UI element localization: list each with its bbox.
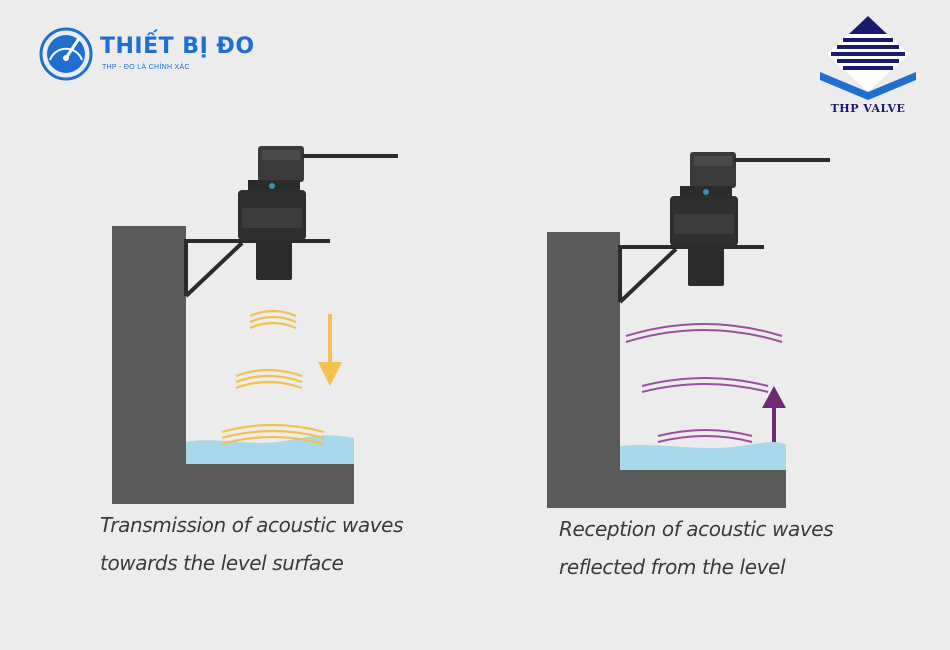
brand-name: THIẾT BỊ ĐO — [100, 34, 255, 59]
transmitted-waves — [221, 309, 325, 446]
caption-line: Transmission of acoustic waves — [100, 513, 404, 537]
caption-line: Reception of acoustic waves — [559, 517, 834, 541]
caption-line: towards the level surface — [100, 551, 344, 575]
thp-valve-label: THP VALVE — [830, 102, 906, 115]
caption-line: reflected from the level — [559, 555, 786, 579]
caption-reception: Reception of acoustic waves reflected fr… — [559, 510, 834, 586]
ultrasonic-sensor — [670, 152, 830, 286]
arrow-down-icon — [318, 314, 342, 386]
arrow-up-icon — [762, 386, 786, 442]
water-surface — [620, 442, 786, 470]
logo-thiet-bi-do: THIẾT BỊ ĐO THP - ĐO LÀ CHÍNH XÁC — [38, 26, 268, 84]
panel-reception — [547, 152, 830, 508]
caption-transmission: Transmission of acoustic waves towards t… — [100, 506, 403, 582]
diamond-stripes-icon — [820, 16, 916, 100]
gauge-icon — [39, 27, 93, 81]
reflected-waves — [625, 323, 783, 443]
brand-tagline: THP - ĐO LÀ CHÍNH XÁC — [102, 64, 190, 71]
water-surface — [186, 435, 354, 464]
logo-thp-valve: THP VALVE — [815, 14, 921, 118]
tank-wall — [547, 232, 786, 508]
ultrasonic-sensor — [238, 146, 398, 280]
panel-transmission — [112, 146, 398, 504]
tank-wall — [112, 226, 354, 504]
